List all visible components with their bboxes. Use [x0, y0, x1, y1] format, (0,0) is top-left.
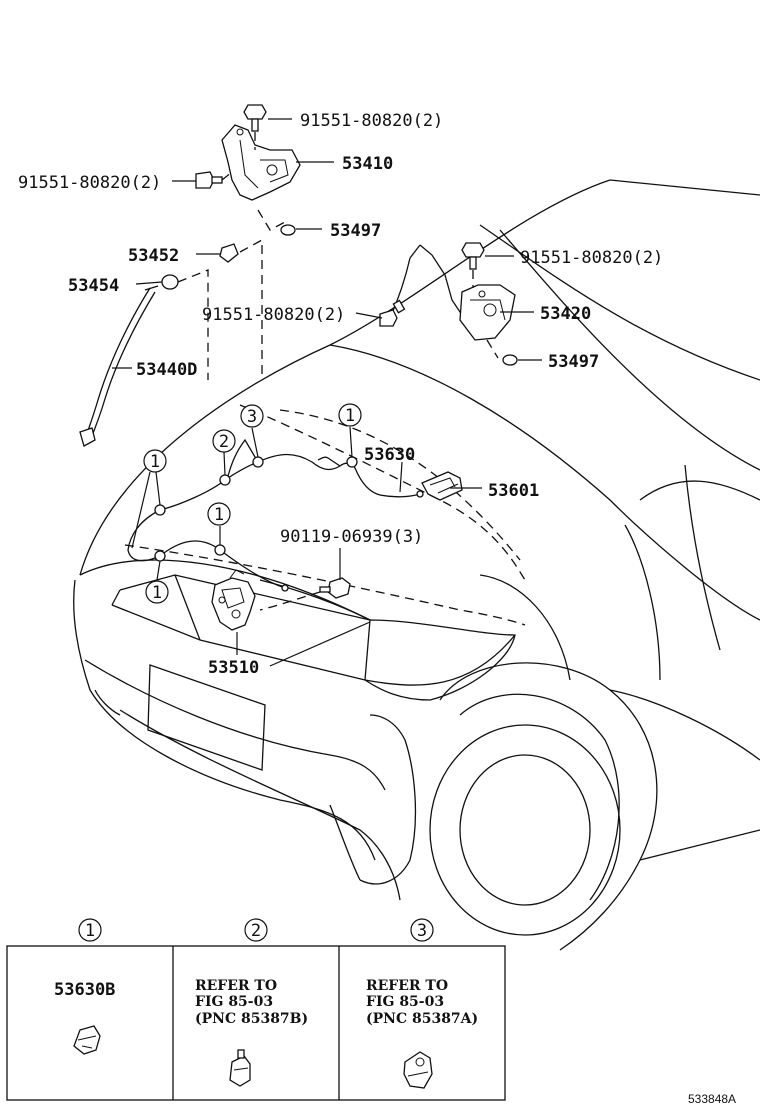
callout-labels: 91551-80820(2) 91551-80820(2) 53410 5349…	[18, 111, 663, 678]
hood-support-rod-53440D	[79, 285, 159, 447]
label-lever: 53601	[488, 481, 539, 501]
marker-3: 3	[247, 407, 257, 427]
label-clip-53454: 53454	[68, 276, 119, 296]
legend-part-53630B: 53630B	[54, 980, 115, 1000]
label-clip-53452: 53452	[128, 246, 179, 266]
hinge-right-53420	[389, 244, 516, 359]
legend-cell2-line2: FIG 85-03	[195, 994, 273, 1010]
marker-1-a: 1	[150, 452, 160, 472]
release-cable-53630	[127, 438, 424, 592]
legend-table: 1 53630B 2 REFER TO FIG 85-03 (PNC 85387…	[6, 918, 506, 1101]
hood-lock-53510	[211, 569, 256, 631]
marker-1-b: 1	[345, 406, 355, 426]
legend-cell2-line1: REFER TO	[195, 978, 277, 994]
washer-right-53497	[502, 354, 518, 366]
label-bolt-right: 91551-80820(2)	[520, 248, 663, 268]
marker-1-c: 1	[214, 505, 224, 525]
bolt-mid-right	[379, 299, 406, 327]
clip-85387B-icon	[229, 1049, 251, 1087]
leader-lines	[112, 118, 542, 667]
label-screw: 90119-06939(3)	[280, 527, 423, 547]
label-washer-left: 53497	[330, 221, 381, 241]
screw-90119-06939	[319, 577, 351, 599]
figure-id: 533848A	[688, 1092, 736, 1106]
label-bolt-left: 91551-80820(2)	[18, 173, 161, 193]
legend-cell2-line3: (PNC 85387B)	[195, 1011, 308, 1027]
hinge-left-53410	[221, 124, 301, 231]
car-body-outline	[73, 179, 760, 951]
clip-85387A-icon	[403, 1051, 433, 1089]
clip-53630B-icon	[73, 1025, 101, 1055]
release-lever-53601	[421, 471, 463, 501]
label-bolt-top: 91551-80820(2)	[300, 111, 443, 131]
clip-53452	[219, 243, 239, 263]
legend-cell3-line2: FIG 85-03	[366, 994, 444, 1010]
marker-2: 2	[219, 432, 229, 452]
legend-cell3-line1: REFER TO	[366, 978, 448, 994]
legend-cell3-line3: (PNC 85387A)	[366, 1011, 478, 1027]
label-lock: 53510	[208, 658, 259, 678]
label-hinge-left: 53410	[342, 154, 393, 174]
legend-marker-3: 3	[417, 921, 427, 941]
washer-left-53497	[280, 224, 296, 236]
legend-marker-2: 2	[251, 921, 261, 941]
label-bolt-mid: 91551-80820(2)	[202, 305, 345, 325]
label-hinge-right: 53420	[540, 304, 591, 324]
circled-markers: 1 2 3 1 1 1	[143, 403, 362, 604]
bolt-top-left	[243, 104, 267, 132]
label-rod: 53440D	[136, 360, 197, 380]
label-cable: 53630	[364, 445, 415, 465]
clip-53454	[161, 274, 179, 290]
bolt-right-hinge	[461, 242, 485, 270]
legend-marker-1: 1	[85, 921, 95, 941]
marker-1-d: 1	[152, 583, 162, 603]
bolt-left-horizontal	[195, 171, 223, 189]
label-washer-right: 53497	[548, 352, 599, 372]
